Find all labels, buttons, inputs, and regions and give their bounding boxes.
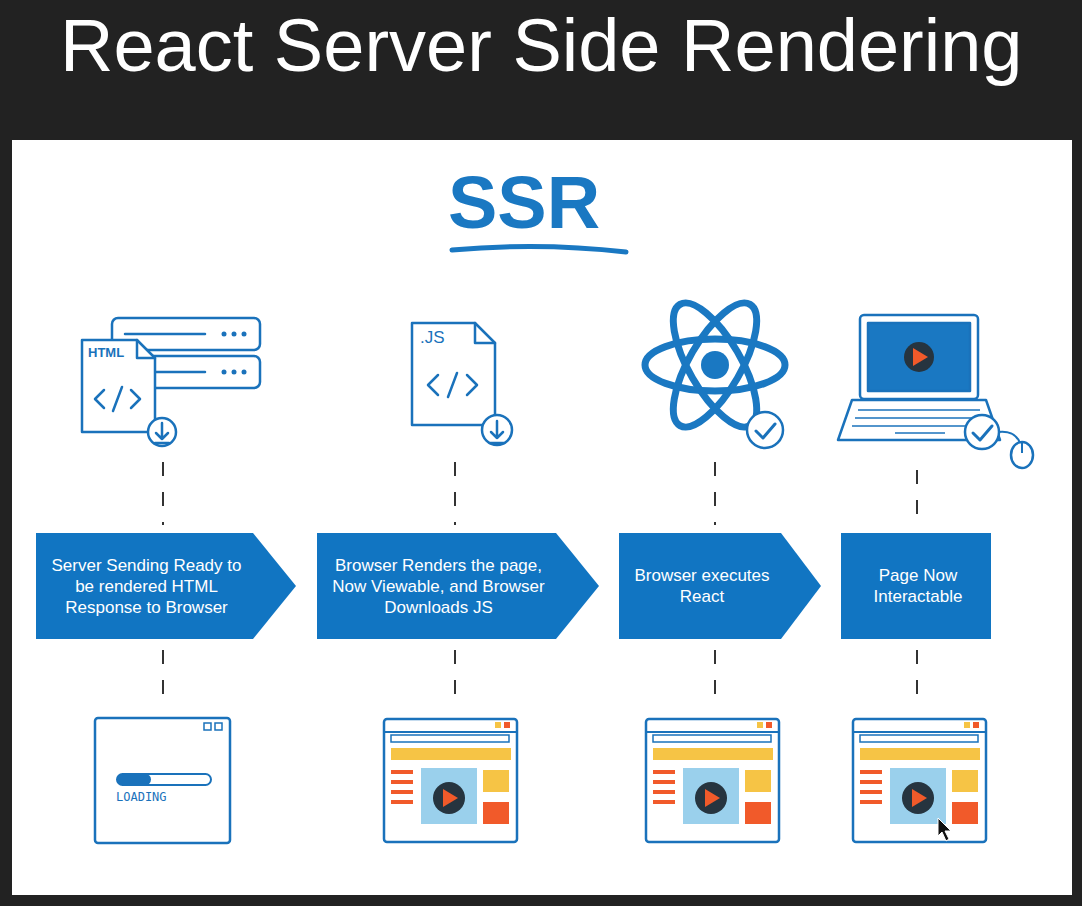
band-fill [36,533,296,639]
process-band: Browser executes React [619,533,821,639]
band-fill [841,533,991,639]
band-shape [841,533,991,639]
file-type: .JS [420,328,445,347]
band-text: Page Now Interactable [851,565,985,607]
process-band: Browser Renders the page, Now Viewable, … [317,533,599,639]
process-band: Page Now Interactable [841,533,991,639]
band-shape [619,533,821,639]
loading-text: LOADING [116,790,167,804]
band-text: Browser executes React [629,565,775,607]
band-text: Browser Renders the page, Now Viewable, … [327,555,550,618]
band-fill [619,533,821,639]
file-type: HTML [88,345,124,360]
band-fill [317,533,599,639]
process-band: Server Sending Ready to be rendered HTML… [36,533,296,639]
page-title: React Server Side Rendering [60,4,1023,88]
band-text: Server Sending Ready to be rendered HTML… [46,555,247,618]
ssr-heading: SSR [448,162,600,244]
